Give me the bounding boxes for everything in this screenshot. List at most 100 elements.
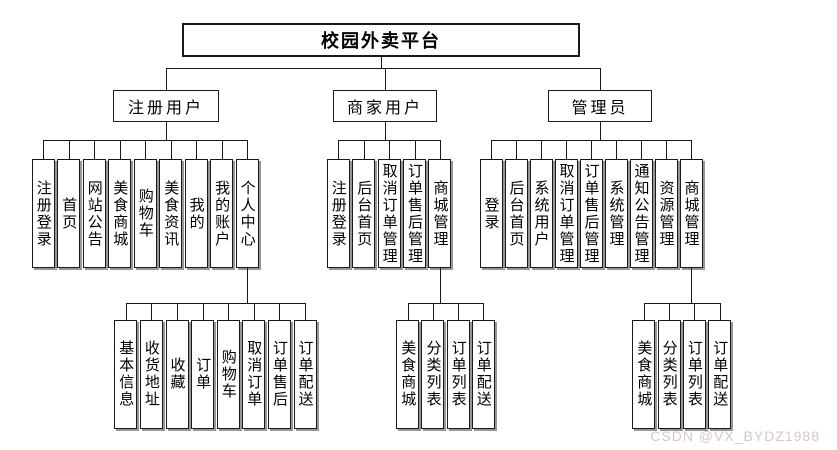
node-label: 美食资讯 xyxy=(162,179,180,248)
connector-line xyxy=(381,57,382,68)
connector-line xyxy=(414,140,416,159)
connector-line xyxy=(177,303,178,320)
node-label: 基本信息 xyxy=(117,340,135,408)
connector-line xyxy=(385,67,386,90)
node-box: 美食商城 xyxy=(396,319,420,429)
node-box: 美食资讯 xyxy=(159,159,183,268)
node-box: 购物车 xyxy=(133,159,157,268)
node-box: 分类列表 xyxy=(421,319,445,429)
node-box: 美食商城 xyxy=(108,159,132,268)
node-box: 系统用户 xyxy=(529,159,553,268)
connector-line xyxy=(247,268,249,303)
node-box: 订单列表 xyxy=(682,319,706,429)
connector-line xyxy=(458,303,460,320)
connector-line xyxy=(600,122,601,140)
connector-line xyxy=(43,140,248,141)
node-label: 后台首页 xyxy=(355,179,373,248)
connector-line xyxy=(68,140,70,159)
connector-line xyxy=(338,140,340,159)
branch-node-admin: 管理员 xyxy=(548,90,652,122)
connector-line xyxy=(125,303,305,304)
node-label: 通知公告管理 xyxy=(632,162,650,265)
node-box: 注册登录 xyxy=(31,159,55,268)
connector-line xyxy=(279,303,281,320)
node-label: 订单 xyxy=(194,357,212,391)
connector-line xyxy=(221,140,223,159)
node-box: 我的账户 xyxy=(210,159,234,268)
node-label: 取消订单管理 xyxy=(557,162,575,265)
connector-line xyxy=(119,140,121,159)
node-box: 个人中心 xyxy=(235,159,259,268)
connector-line xyxy=(439,140,441,159)
node-label: 后台首页 xyxy=(507,179,525,248)
node-label: 分类列表 xyxy=(660,340,678,408)
connector-line xyxy=(94,140,96,159)
node-box: 订单配送 xyxy=(708,319,732,429)
node-label: 注册登录 xyxy=(329,179,347,248)
node-label: 购物车 xyxy=(136,188,154,239)
csdn-watermark: CSDN @VX_BYDZ1988 xyxy=(650,428,820,444)
node-box: 订单 xyxy=(191,319,215,429)
node-label: 网站公告 xyxy=(85,179,103,248)
node-label: 收货地址 xyxy=(142,340,160,408)
node-label: 订单配送 xyxy=(296,340,314,408)
connector-line xyxy=(666,140,667,159)
node-box: 订单售后管理 xyxy=(579,159,603,268)
node-label: 取消订单 xyxy=(245,340,263,408)
node-box: 首页 xyxy=(57,159,81,268)
node-label: 订单列表 xyxy=(449,340,467,408)
node-box: 分类列表 xyxy=(657,319,681,429)
node-box: 收货地址 xyxy=(139,319,163,429)
node-label: 订单售后管理 xyxy=(582,162,600,265)
node-label: 登录 xyxy=(482,196,500,231)
connector-line xyxy=(363,140,365,159)
node-label: 购物车 xyxy=(219,348,237,400)
node-box: 后台首页 xyxy=(352,159,376,268)
node-label: 收藏 xyxy=(168,357,186,391)
node-label: 取消订单管理 xyxy=(380,162,398,265)
node-box: 注册登录 xyxy=(326,159,350,268)
connector-line xyxy=(170,140,172,159)
node-label: 美食商城 xyxy=(635,340,653,408)
node-label: 个人中心 xyxy=(238,179,256,248)
connector-line xyxy=(541,140,542,159)
connector-line xyxy=(616,140,617,159)
connector-line xyxy=(491,140,492,159)
connector-line xyxy=(600,67,601,90)
node-box: 后台首页 xyxy=(504,159,528,268)
connector-line xyxy=(202,303,204,320)
node-box: 订单配送 xyxy=(471,319,495,429)
connector-line xyxy=(669,303,671,320)
node-label: 订单配送 xyxy=(711,340,729,408)
connector-line xyxy=(125,303,127,320)
node-box: 取消订单管理 xyxy=(377,159,401,268)
node-box: 通知公告管理 xyxy=(629,159,653,268)
node-label: 商城管理 xyxy=(431,179,449,248)
node-box: 基本信息 xyxy=(114,319,138,429)
node-box: 订单售后管理 xyxy=(403,159,427,268)
node-box: 订单售后 xyxy=(267,319,291,429)
node-label: 首页 xyxy=(60,196,78,231)
node-label: 订单售后 xyxy=(270,340,288,408)
connector-line xyxy=(385,122,386,140)
connector-line xyxy=(483,303,485,320)
branch-node-label: 管理员 xyxy=(571,100,629,117)
node-label: 美食商城 xyxy=(111,179,129,248)
node-box: 商城管理 xyxy=(679,159,703,268)
connector-line xyxy=(196,140,198,159)
connector-line xyxy=(643,303,645,320)
node-box: 系统管理 xyxy=(604,159,628,268)
connector-line xyxy=(432,303,434,320)
connector-line xyxy=(566,140,567,159)
node-box: 美食商城 xyxy=(632,319,656,429)
connector-line xyxy=(145,140,147,159)
connector-line xyxy=(166,67,601,69)
node-label: 订单列表 xyxy=(685,340,703,408)
connector-line xyxy=(691,140,692,159)
node-label: 订单售后管理 xyxy=(406,162,424,265)
node-box: 我的 xyxy=(184,159,208,268)
connector-line xyxy=(166,122,167,140)
connector-line xyxy=(43,140,45,159)
connector-line xyxy=(440,268,441,303)
